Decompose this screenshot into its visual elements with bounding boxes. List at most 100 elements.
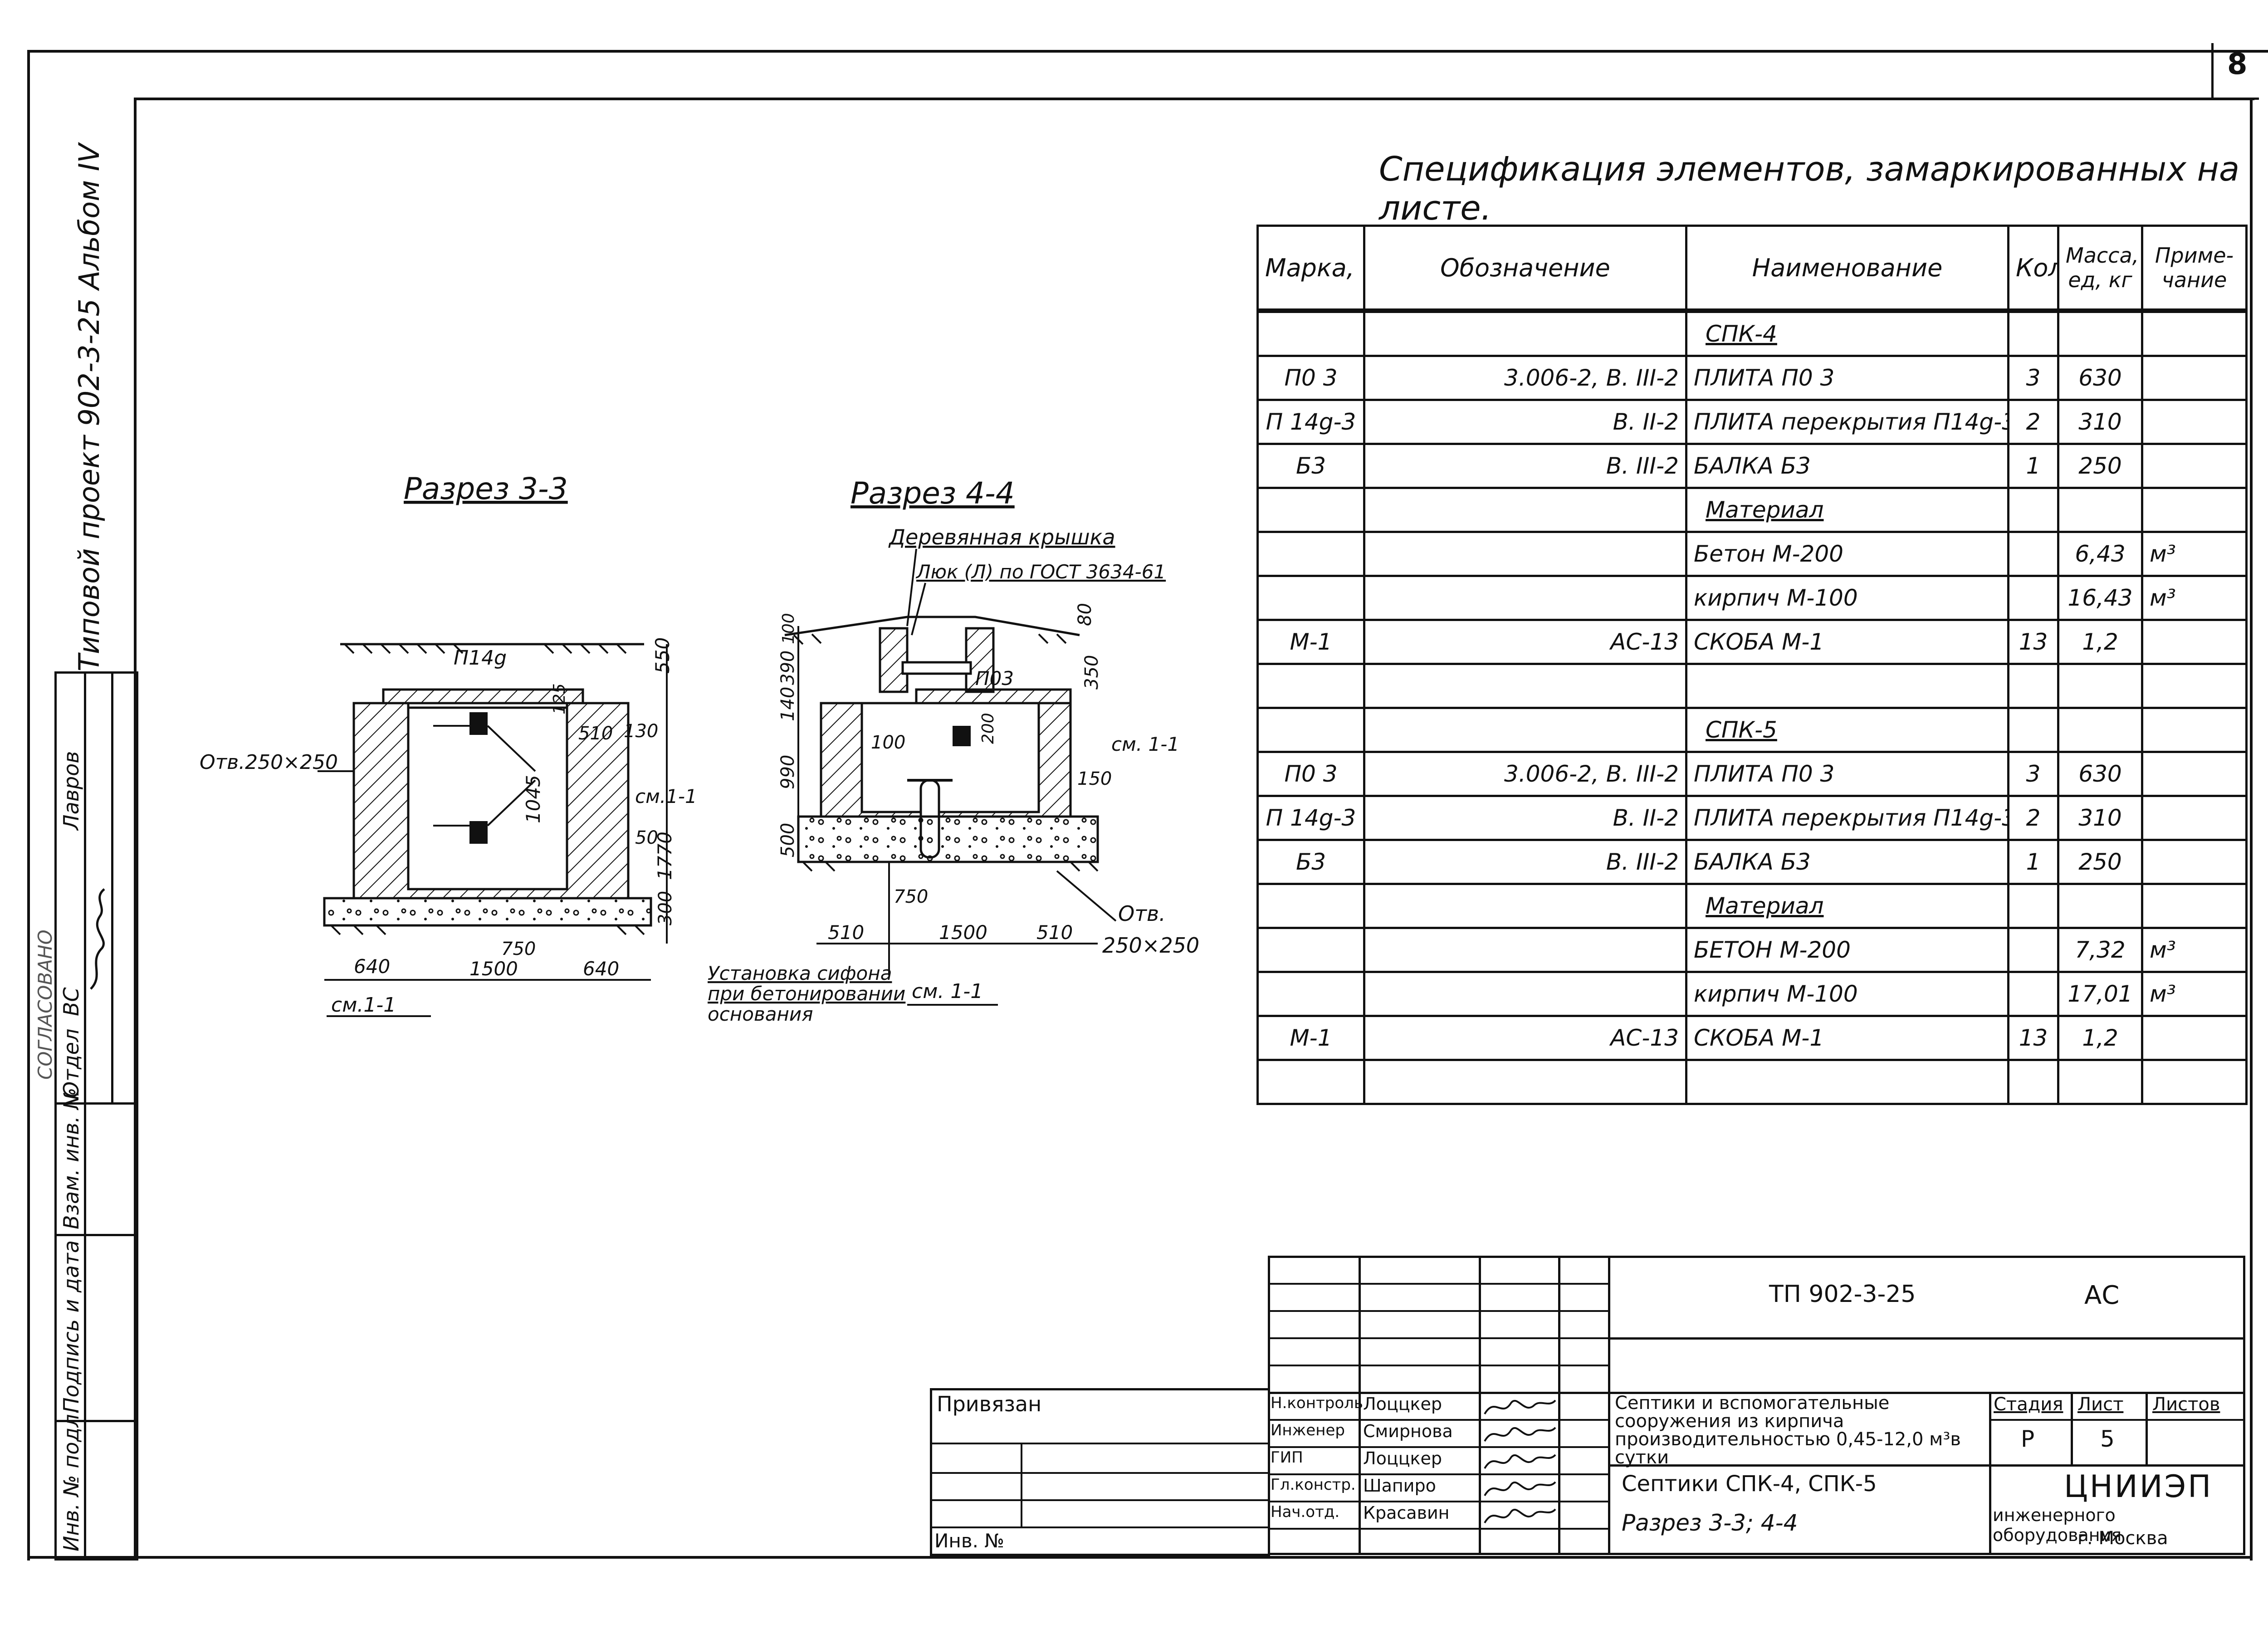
spec-cell-mark: П0 3 <box>1256 751 1365 797</box>
tb-role: Нач.отд. <box>1271 1503 1340 1521</box>
spec-cell-qty: 1 <box>2007 443 2059 489</box>
frame-left-outer <box>27 50 30 1561</box>
dim-990: 990 <box>777 755 798 789</box>
tb-org: ЦНИИЭП <box>2064 1469 2213 1505</box>
section33-opening-label: Отв.250×250 <box>200 751 338 774</box>
spec-cell-qty <box>2007 883 2059 929</box>
spec-cell-code: 3.006-2, В. III-2 <box>1363 355 1687 401</box>
drawings-area: Разрез 3-3 П14g Отв.250×250 см.1-1 550 1… <box>200 471 1199 1025</box>
spec-cell-name <box>1685 663 2009 709</box>
spec-header: Кол. <box>2007 225 2059 311</box>
spec-cell-code <box>1363 971 1687 1017</box>
spec-cell-code <box>1363 487 1687 533</box>
spec-cell-qty <box>2007 1059 2059 1105</box>
signature <box>1484 1481 1556 1497</box>
spec-cell-qty: 2 <box>2007 795 2059 841</box>
section33-slab <box>382 688 584 704</box>
side-stamp-row <box>54 1234 134 1236</box>
spec-cell-note <box>2141 751 2248 797</box>
spec-cell-qty: 13 <box>2007 1015 2059 1061</box>
side-stamp <box>54 671 138 1561</box>
dim-550: 550 <box>651 637 674 674</box>
spec-cell-note <box>2141 663 2248 709</box>
section44-hatch-label: Люк (Л) по ГОСТ 3634-61 <box>915 561 1166 583</box>
spec-cell-qty: 1 <box>2007 839 2059 885</box>
spec-cell-code: АС-13 <box>1363 1015 1687 1061</box>
spec-cell-mass <box>2057 883 2143 929</box>
spec-row <box>1256 1059 2248 1105</box>
dim-750: 750 <box>894 886 928 907</box>
spec-cell-mark: Б3 <box>1256 443 1365 489</box>
section33-opening <box>469 712 488 735</box>
spec-title: Спецификация элементов, замаркированных … <box>1379 150 2240 228</box>
sheet-number: 8 <box>2227 48 2248 81</box>
spec-cell-note <box>2141 795 2248 841</box>
side-stamp-col <box>84 671 86 1556</box>
section33-base <box>323 897 652 927</box>
spec-cell-note: м³ <box>2141 927 2248 973</box>
spec-cell-name <box>1685 1059 2009 1105</box>
spec-cell-mass: 1,2 <box>2057 1015 2143 1061</box>
spec-cell-mark <box>1256 1059 1365 1105</box>
spec-cell-mass: 16,43 <box>2057 575 2143 621</box>
spec-header: Марка, позиция <box>1256 225 1365 311</box>
tb-name: Лоццкер <box>1363 1394 1442 1414</box>
stamp-inv-podl: Инв. № подл. <box>59 1407 83 1551</box>
side-stamp-col <box>111 671 113 1102</box>
spec-cell-code: В. III-2 <box>1363 839 1687 885</box>
spec-cell-note <box>2141 707 2248 753</box>
spec-cell-name: СКОБА М-1 <box>1685 1015 2009 1061</box>
tb-org-sub: инженерного оборудования <box>1993 1505 2122 1545</box>
spec-row: Материал <box>1256 883 2248 929</box>
spec-cell-note <box>2141 619 2248 665</box>
dim-640b: 640 <box>583 958 619 980</box>
spec-cell-mass <box>2057 663 2143 709</box>
dim-510a: 510 <box>828 921 864 944</box>
spec-cell-mark <box>1256 663 1365 709</box>
spec-cell-mass <box>2057 707 2143 753</box>
spec-cell-code: В. II-2 <box>1363 795 1687 841</box>
frame-bottom <box>27 1556 2253 1559</box>
dim-1045: 1045 <box>522 775 544 823</box>
spec-cell-qty <box>2007 487 2059 533</box>
section44-siphon1: Установка сифона <box>708 962 892 984</box>
dim-640a: 640 <box>354 955 390 978</box>
inv-no-label: Инв. № <box>934 1530 1005 1552</box>
spec-row <box>1256 663 2248 709</box>
tb-sheet-title-1: Септики СПК-4, СПК-5 <box>1622 1471 1877 1497</box>
tb-name: Смирнова <box>1363 1421 1453 1441</box>
spec-cell-note <box>2141 1059 2248 1105</box>
side-stamp-row <box>54 1420 134 1422</box>
frame-top-inner <box>134 98 1232 100</box>
spec-cell-mark: Б3 <box>1256 839 1365 885</box>
spec-cell-qty <box>2007 927 2059 973</box>
spec-cell-mark <box>1256 575 1365 621</box>
spec-cell-name: Материал <box>1685 883 2009 929</box>
spec-cell-note <box>2141 311 2248 357</box>
spec-header: Приме- чание <box>2141 225 2248 311</box>
spec-cell-qty <box>2007 663 2059 709</box>
spec-cell-mass: 6,43 <box>2057 531 2143 577</box>
spec-cell-qty <box>2007 311 2059 357</box>
spec-header: Масса, ед, кг <box>2057 225 2143 311</box>
spec-cell-code <box>1363 311 1687 357</box>
tb-sheet: 5 <box>2100 1426 2115 1452</box>
spec-cell-note <box>2141 1015 2248 1061</box>
spec-cell-mark: П 14g-3 <box>1256 399 1365 445</box>
spec-cell-code: АС-13 <box>1363 619 1687 665</box>
spec-cell-qty <box>2007 707 2059 753</box>
tb-name: Лоццкер <box>1363 1448 1442 1468</box>
spec-cell-code <box>1363 1059 1687 1105</box>
spec-cell-note <box>2141 443 2248 489</box>
spec-cell-mark <box>1256 487 1365 533</box>
tb-stage-label: Стадия <box>1994 1394 2063 1415</box>
spec-cell-name: ПЛИТА П0 3 <box>1685 751 2009 797</box>
spec-cell-mass: 310 <box>2057 795 2143 841</box>
dim-125: 125 <box>550 683 569 714</box>
tb-role: Н.контроль <box>1271 1394 1363 1412</box>
spec-cell-note <box>2141 487 2248 533</box>
